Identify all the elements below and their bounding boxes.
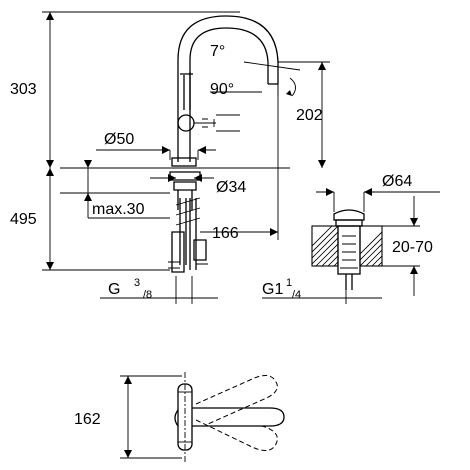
faucet-body	[177, 15, 279, 162]
svg-text:/8: /8	[143, 289, 152, 301]
swivel-ghost-lower	[195, 419, 278, 451]
svg-text:1: 1	[286, 277, 292, 289]
faucet-top-view	[120, 372, 285, 462]
dimension-lines-main	[42, 11, 330, 299]
cartridge-knob	[177, 114, 195, 132]
dim-spout-angle: 7°	[210, 43, 225, 60]
svg-text:3: 3	[134, 277, 140, 289]
swivel-ghost-upper	[195, 375, 278, 425]
dim-166: 166	[212, 225, 239, 242]
dim-495: 495	[10, 211, 37, 228]
dim-plug-diameter: Ø64	[382, 173, 412, 190]
waste-plug	[333, 209, 365, 221]
svg-text:/4: /4	[292, 289, 301, 301]
dim-deck-thickness: max.30	[92, 201, 145, 218]
waste-body	[337, 225, 361, 275]
popup-waste-detail	[262, 188, 440, 304]
svg-text:G1: G1	[262, 281, 283, 298]
dim-base-diameter: Ø50	[104, 131, 134, 148]
dim-303: 303	[10, 81, 37, 98]
dim-plug-range: 20-70	[392, 239, 433, 256]
svg-text:G: G	[108, 281, 120, 298]
dim-swivel-angle: 90°	[210, 81, 234, 98]
faucet-side-view	[60, 15, 290, 304]
thread-supply-label: G 3 /8	[108, 277, 152, 301]
mounting-bolt	[171, 231, 207, 273]
dim-162: 162	[74, 411, 101, 428]
spout-top	[174, 407, 285, 427]
dim-hole-diameter: Ø34	[216, 179, 246, 196]
lever-handle	[180, 72, 193, 110]
thread-waste-label: G1 1 /4	[262, 277, 301, 301]
dim-202: 202	[296, 107, 323, 124]
faucet-base	[171, 157, 197, 167]
